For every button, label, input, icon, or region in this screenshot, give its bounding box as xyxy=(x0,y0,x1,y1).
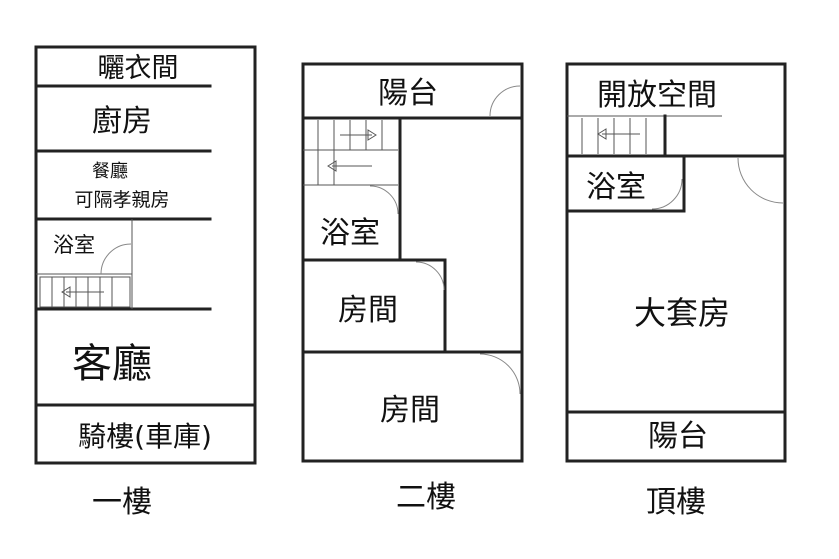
room-label-bathroom: 浴室 xyxy=(586,170,646,205)
room-label-room-a: 房間 xyxy=(338,293,398,328)
stairs-icon xyxy=(303,120,398,186)
room-label-bathroom: 浴室 xyxy=(53,233,95,257)
floor-1-title: 一樓 xyxy=(92,485,152,520)
stairs-icon xyxy=(581,118,647,154)
door-swing-icon xyxy=(479,353,521,395)
door-swing-icon xyxy=(100,243,132,275)
floor-top-outline xyxy=(565,62,787,463)
room-label-garage: 騎樓(車庫) xyxy=(78,420,212,453)
room-label-room-b: 房間 xyxy=(380,393,440,428)
room-label-bathroom: 浴室 xyxy=(320,216,380,251)
floor-1-outline xyxy=(34,45,257,465)
floor-top-plan: 開放空間 浴室 大套房 陽台 頂樓 xyxy=(565,62,787,520)
floor-top-title: 頂樓 xyxy=(646,485,706,520)
floor-2-plan: 陽台 浴室 房間 房間 二樓 xyxy=(301,62,524,515)
door-swing-icon xyxy=(737,157,784,204)
room-label-dining: 餐廳 xyxy=(92,161,128,182)
room-label-master-suite: 大套房 xyxy=(634,294,730,332)
room-label-kitchen: 廚房 xyxy=(92,104,152,139)
floor-1-plan: 曬衣間 廚房 餐廳 可隔孝親房 浴室 客廳 騎樓(車庫) 一樓 xyxy=(34,45,257,520)
door-swing-icon xyxy=(369,185,399,215)
room-label-dining-note: 可隔孝親房 xyxy=(74,189,169,211)
floor-2-outline xyxy=(301,62,524,463)
room-label-balcony: 陽台 xyxy=(648,419,708,454)
door-swing-icon xyxy=(489,85,521,117)
room-label-laundry: 曬衣間 xyxy=(98,53,179,84)
stairs-icon xyxy=(39,276,131,308)
room-label-open-space: 開放空間 xyxy=(597,78,717,113)
room-label-balcony: 陽台 xyxy=(378,76,438,111)
room-label-living: 客廳 xyxy=(72,341,152,387)
door-swing-icon xyxy=(415,261,445,291)
door-swing-icon xyxy=(651,178,683,210)
floor-2-title: 二樓 xyxy=(396,480,456,515)
